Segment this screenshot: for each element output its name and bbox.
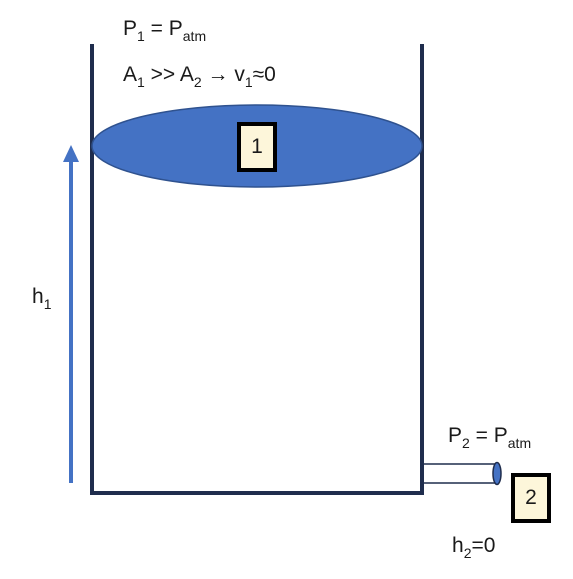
point-box-1: 1 <box>237 122 277 172</box>
outlet-pipe-opening <box>492 461 502 486</box>
h1-label: h1 <box>32 285 52 312</box>
p1-label: P1 = Patm <box>123 17 207 44</box>
p2-label: P2 = Patm <box>448 424 532 451</box>
point-box-2: 2 <box>511 473 551 523</box>
area-ratio-label: A1 >> A2 → v1≈0 <box>123 63 276 90</box>
height-arrow-head <box>63 145 79 162</box>
tank-wall <box>90 44 424 495</box>
h2-label: h2=0 <box>452 534 496 561</box>
